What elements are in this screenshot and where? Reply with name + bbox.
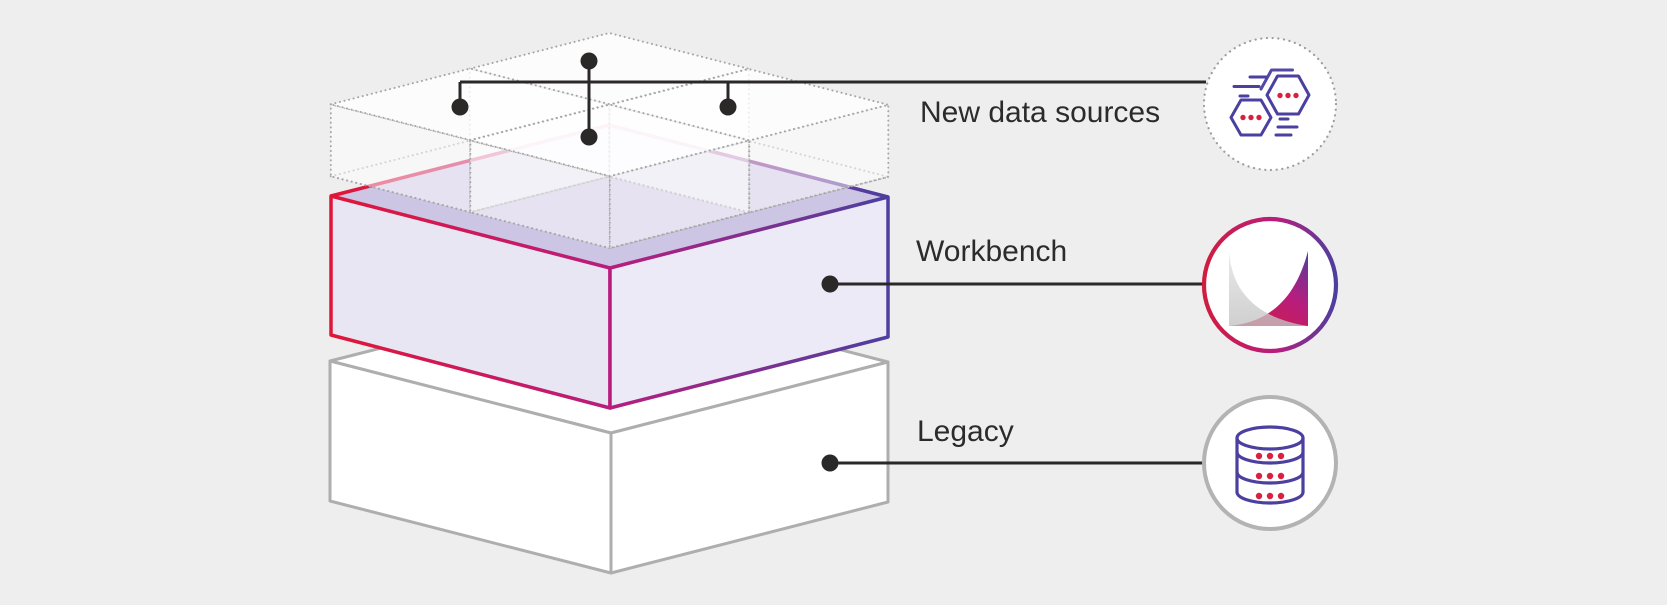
- new-data-cubes: [329, 32, 890, 250]
- workbench-box: [329, 194, 890, 410]
- connector-workbench: [821, 275, 1204, 293]
- curves-logo-icon: [1201, 216, 1339, 354]
- connector-new-data-sources: [451, 52, 1206, 146]
- label-workbench: Workbench: [916, 235, 1068, 268]
- connector-legacy: [821, 454, 1204, 472]
- dotted-cube: [469, 103, 751, 250]
- label-new-data-sources: New data sources: [920, 96, 1161, 129]
- label-legacy: Legacy: [917, 415, 1014, 448]
- database-icon: [1202, 395, 1338, 531]
- hexagon-cluster-icon: [1202, 36, 1338, 172]
